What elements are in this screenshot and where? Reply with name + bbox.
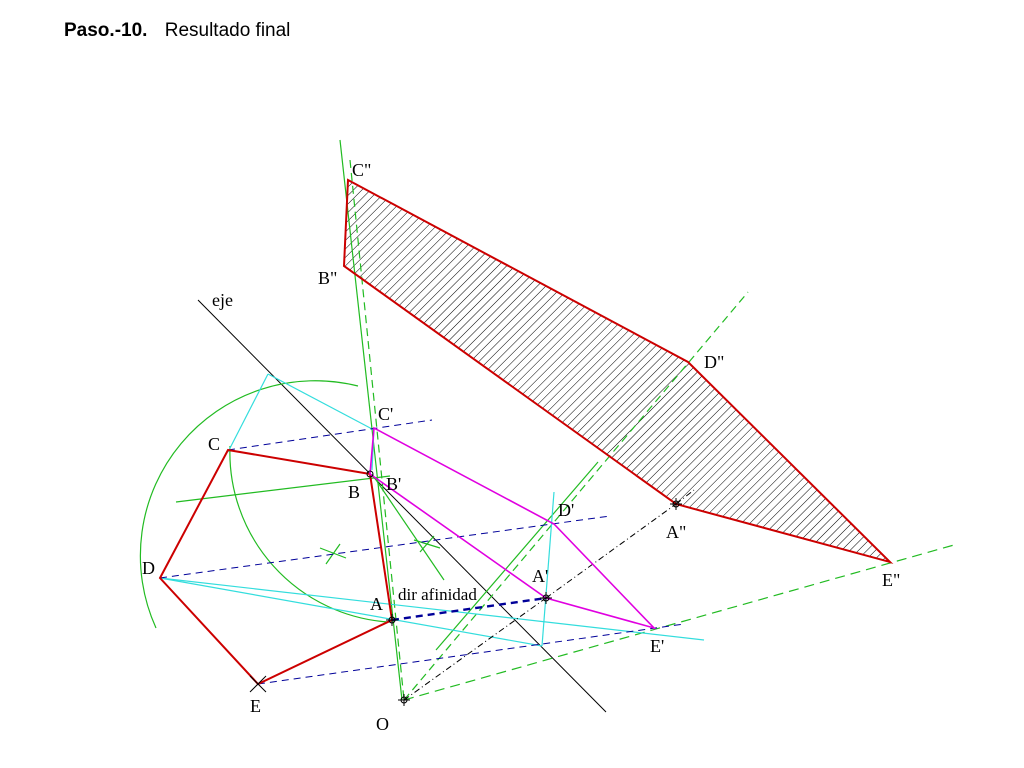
page-title: Resultado final bbox=[164, 20, 291, 41]
marker-origin bbox=[398, 694, 410, 706]
point-markers bbox=[249, 470, 682, 706]
marker-b bbox=[366, 470, 374, 478]
label-b: B bbox=[348, 482, 360, 502]
cyan-construction-lines bbox=[159, 373, 705, 647]
label-e: E bbox=[250, 696, 261, 716]
label-c-double-prime: C" bbox=[352, 160, 371, 180]
result-polygon-fill bbox=[344, 180, 890, 562]
affinity-direction-label: dir afinidad bbox=[398, 585, 477, 604]
label-e-double-prime: E" bbox=[882, 570, 900, 590]
label-a: A bbox=[370, 594, 383, 614]
green-construction-lines bbox=[139, 139, 955, 701]
label-d-double-prime: D" bbox=[704, 352, 724, 372]
blue-affinity-lines bbox=[159, 419, 685, 685]
label-a-prime: A' bbox=[532, 566, 548, 586]
marker-e bbox=[249, 675, 267, 693]
result-polygon-outline bbox=[342, 178, 894, 564]
origin-label: O bbox=[376, 714, 389, 734]
page-header: Paso.-10. Resultado final bbox=[64, 20, 290, 42]
label-b-double-prime: B" bbox=[318, 268, 337, 288]
affine-polygon bbox=[369, 426, 657, 630]
label-d-prime: D' bbox=[558, 500, 574, 520]
label-b-prime: B' bbox=[386, 474, 401, 494]
label-c: C bbox=[208, 434, 220, 454]
step-number: Paso.-10. bbox=[64, 20, 148, 41]
marker-a-prime bbox=[540, 592, 552, 604]
label-d: D bbox=[142, 558, 155, 578]
marker-a bbox=[386, 614, 398, 626]
affinity-axis bbox=[197, 299, 607, 713]
marker-a-double-prime bbox=[670, 498, 682, 510]
label-a-double-prime: A" bbox=[666, 522, 686, 542]
axis-label: eje bbox=[212, 290, 233, 310]
label-c-prime: C' bbox=[378, 404, 393, 424]
black-projection-lines bbox=[403, 489, 695, 701]
label-e-prime: E' bbox=[650, 636, 664, 656]
original-polygon bbox=[158, 448, 394, 686]
